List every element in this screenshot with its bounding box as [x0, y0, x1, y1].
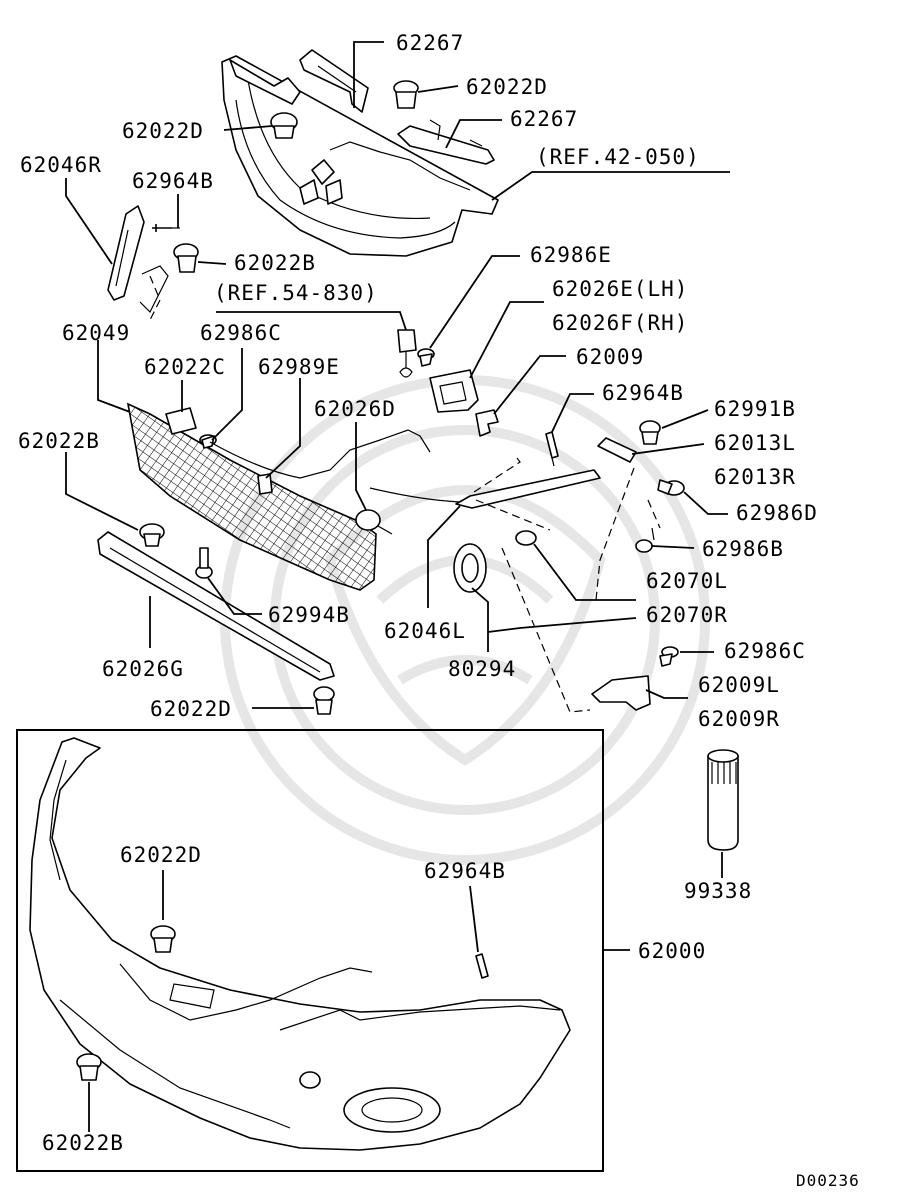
bumper-assembly-box	[16, 729, 604, 1172]
label-62013r: 62013R	[714, 465, 796, 489]
label-62267-a: 62267	[396, 31, 464, 55]
label-62013l: 62013L	[714, 431, 796, 455]
bracket-62267-a	[299, 49, 369, 113]
clip-62022b-box	[76, 1053, 102, 1081]
clip-62022d-left	[270, 112, 298, 139]
label-62009l: 62009L	[698, 673, 780, 697]
label-62049: 62049	[62, 321, 130, 345]
label-62964b-mid: 62964B	[602, 381, 684, 405]
bracket-62046r	[107, 205, 169, 314]
plate-62989e	[257, 473, 273, 495]
label-62026g: 62026G	[102, 657, 184, 681]
label-62267-b: 62267	[510, 107, 578, 131]
label-62046l: 62046L	[384, 619, 466, 643]
screw-62994b	[195, 547, 213, 579]
rivet-62964b-box	[475, 953, 489, 979]
lower-strip-62026g	[97, 531, 335, 681]
label-62986e: 62986E	[530, 243, 612, 267]
sensor-ref-54-830	[397, 329, 417, 378]
label-62022b-left: 62022B	[18, 429, 100, 453]
label-80294: 80294	[448, 657, 516, 681]
label-62022d-top: 62022D	[466, 75, 548, 99]
label-62009r: 62009R	[698, 707, 780, 731]
label-62989e: 62989E	[258, 355, 340, 379]
clip-62991b	[639, 420, 661, 445]
label-62026e-lh: 62026E(LH)	[552, 277, 688, 301]
mesh-grille-62049	[126, 402, 377, 591]
clip-62022d-mid	[313, 686, 335, 715]
screw-62986e	[417, 348, 435, 367]
label-62986c-right: 62986C	[724, 639, 806, 663]
bracket-62046l	[455, 469, 601, 509]
label-62046r: 62046R	[20, 153, 102, 177]
rivet-62964b-mid	[545, 431, 559, 467]
label-62022c: 62022C	[144, 355, 226, 379]
label-62994b: 62994B	[268, 603, 350, 627]
fog-ring-80294	[453, 543, 487, 593]
clip-62022b-left	[139, 523, 165, 547]
leader-lines	[65, 41, 730, 1132]
label-62009: 62009	[576, 345, 644, 369]
clip-62022d-box	[150, 925, 176, 953]
screw-62986d	[657, 479, 685, 496]
bracket-62026e	[429, 369, 479, 413]
cap-62026d	[355, 509, 393, 535]
label-62022d-box: 62022D	[120, 843, 202, 867]
label-ref-54-830: (REF.54-830)	[214, 281, 378, 305]
label-ref-42-050: (REF.42-050)	[536, 145, 700, 169]
label-62070r: 62070R	[646, 603, 728, 627]
label-62964b-top: 62964B	[132, 169, 214, 193]
clip-62022b-top	[173, 243, 199, 273]
label-62022d-mid: 62022D	[150, 697, 232, 721]
bracket-62267-b	[397, 119, 495, 165]
label-62991b: 62991B	[714, 397, 796, 421]
label-62000: 62000	[638, 939, 706, 963]
screw-62986c-right	[659, 646, 679, 667]
label-62022b-box: 62022B	[42, 1131, 124, 1155]
sealant-tube-99338	[707, 749, 739, 851]
label-62022b-top: 62022B	[234, 251, 316, 275]
bracket-62013	[597, 437, 637, 463]
upper-cover-outline	[209, 429, 431, 479]
label-62986d: 62986D	[736, 501, 818, 525]
rivet-62964b-top	[152, 224, 180, 232]
dashed-guides	[149, 275, 661, 713]
diagram-code: D00236	[796, 1171, 860, 1187]
clip-62022c	[165, 407, 197, 435]
label-62022d-left: 62022D	[122, 119, 204, 143]
part-labels: 62267 62022D 62022D 62267 (REF.42-050) 6…	[18, 31, 860, 1190]
label-62986c-top: 62986C	[200, 321, 282, 345]
bumper-cover-62000	[29, 737, 571, 1151]
label-62026d: 62026D	[314, 397, 396, 421]
bracket-62009lr	[591, 675, 651, 711]
clip-62009	[475, 409, 499, 437]
cap-62070	[515, 530, 537, 546]
label-99338: 99338	[684, 879, 752, 903]
label-62026f-rh: 62026F(RH)	[552, 311, 688, 335]
grille-upper	[221, 55, 499, 257]
label-62986b: 62986B	[702, 537, 784, 561]
label-62070l: 62070L	[646, 569, 728, 593]
label-62964b-box: 62964B	[424, 859, 506, 883]
clip-62022d-top	[393, 80, 419, 109]
